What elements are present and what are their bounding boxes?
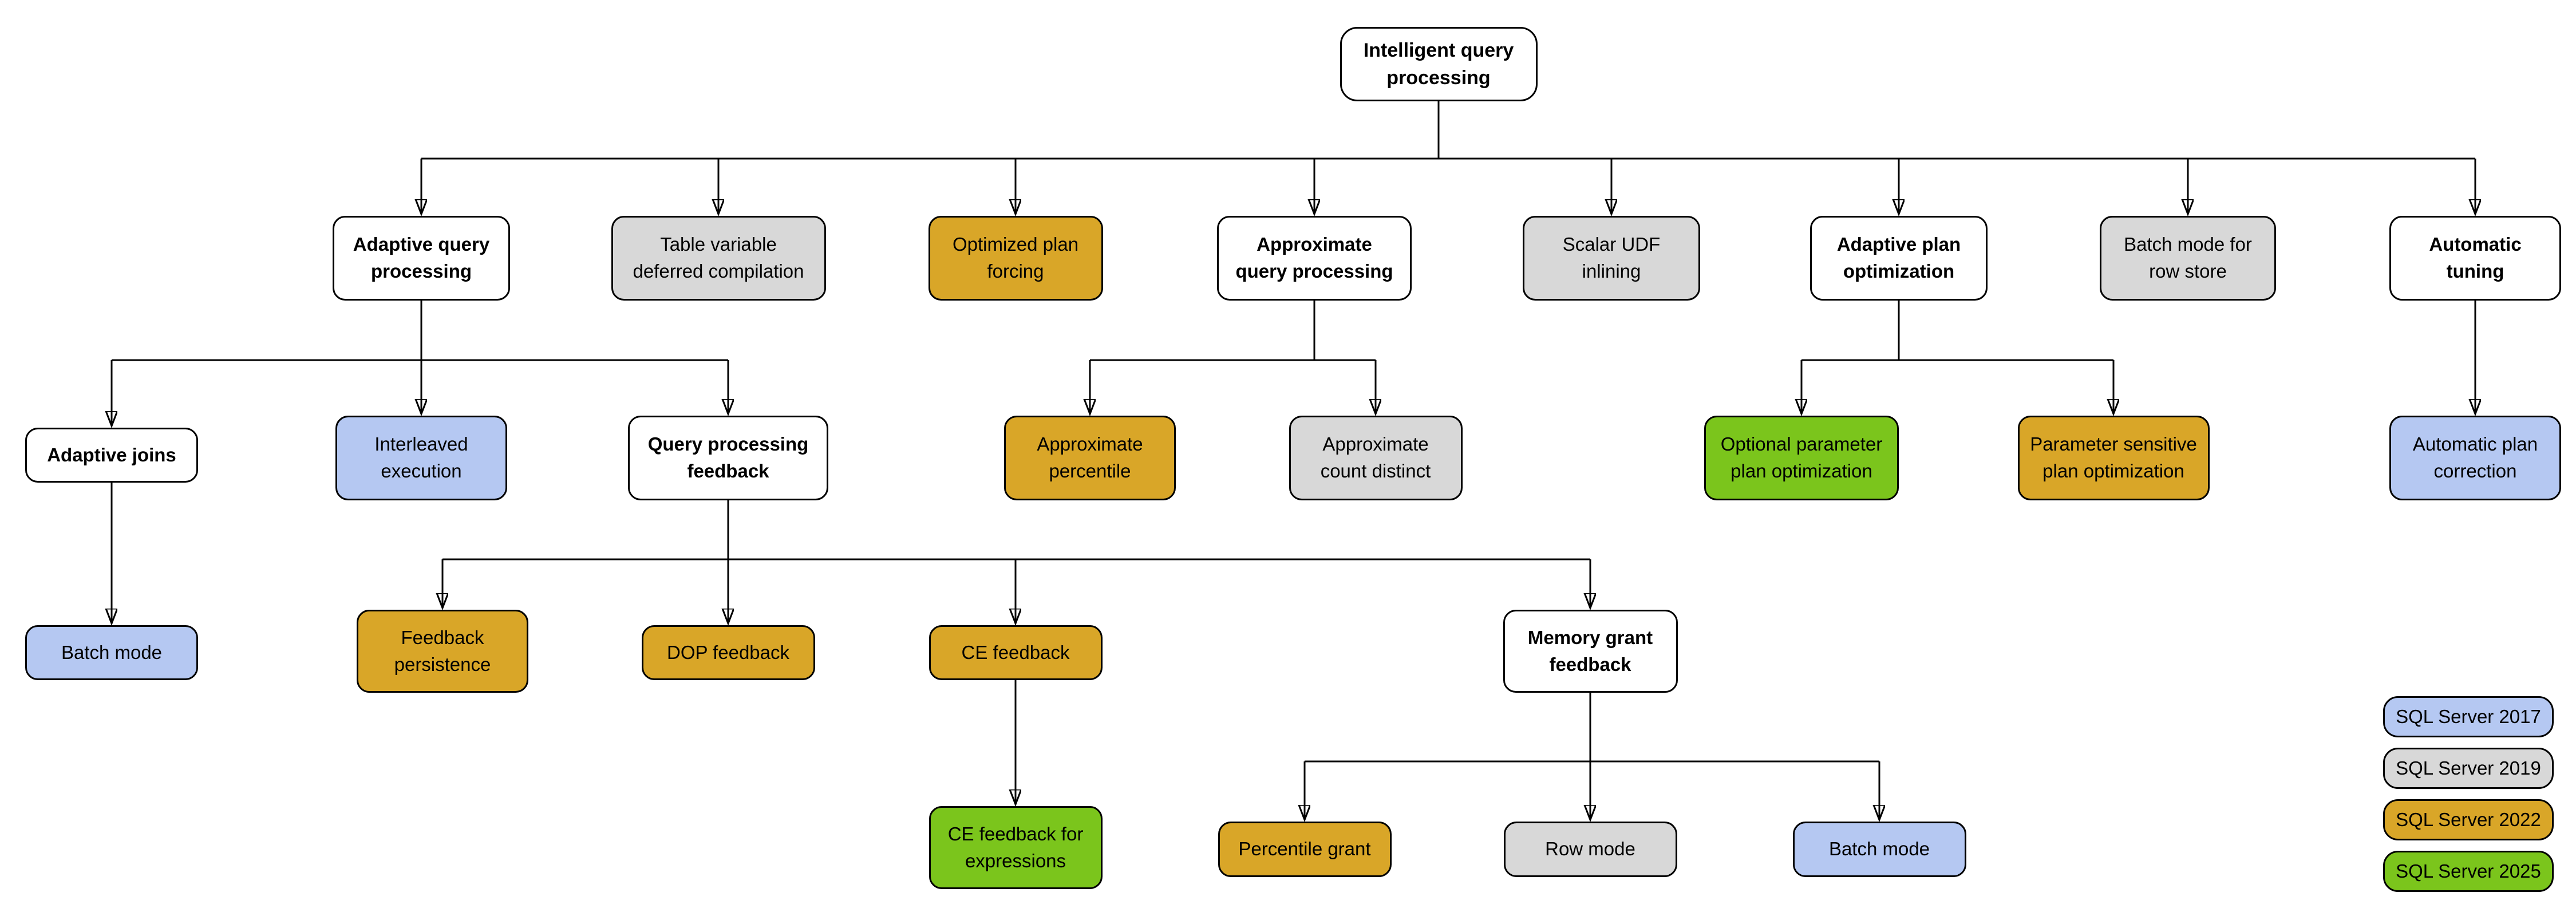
node-approximate-query-processing: Approximate query processing xyxy=(1217,216,1412,301)
legend-sql-server-2019: SQL Server 2019 xyxy=(2383,748,2554,789)
node-optional-parameter-plan-optimization: Optional parameter plan optimization xyxy=(1704,416,1899,500)
node-intelligent-query-processing: Intelligent query processing xyxy=(1340,27,1538,101)
legend-sql-server-2025: SQL Server 2025 xyxy=(2383,851,2554,892)
legend-sql-server-2022: SQL Server 2022 xyxy=(2383,799,2554,840)
node-ce-feedback: CE feedback xyxy=(929,625,1103,680)
node-batch-mode-for-row-store: Batch mode for row store xyxy=(2100,216,2276,301)
node-approximate-count-distinct: Approximate count distinct xyxy=(1289,416,1463,500)
node-dop-feedback: DOP feedback xyxy=(641,625,815,680)
node-batch-mode-memory-grant: Batch mode xyxy=(1792,822,1966,877)
node-row-mode: Row mode xyxy=(1503,822,1677,877)
node-table-variable-deferred-compilation: Table variable deferred compilation xyxy=(611,216,826,301)
node-memory-grant-feedback: Memory grant feedback xyxy=(1503,610,1678,693)
node-automatic-tuning: Automatic tuning xyxy=(2389,216,2561,301)
node-interleaved-execution: Interleaved execution xyxy=(335,416,507,500)
node-ce-feedback-for-expressions: CE feedback for expressions xyxy=(929,806,1103,889)
node-adaptive-query-processing: Adaptive query processing xyxy=(333,216,510,301)
node-feedback-persistence: Feedback persistence xyxy=(357,610,528,693)
node-batch-mode-adaptive-joins: Batch mode xyxy=(25,625,198,680)
node-parameter-sensitive-plan-optimization: Parameter sensitive plan optimization xyxy=(2017,416,2210,500)
node-query-processing-feedback: Query processing feedback xyxy=(628,416,828,500)
node-approximate-percentile: Approximate percentile xyxy=(1004,416,1176,500)
node-scalar-udf-inlining: Scalar UDF inlining xyxy=(1523,216,1700,301)
legend-sql-server-2017: SQL Server 2017 xyxy=(2383,696,2554,737)
node-adaptive-joins: Adaptive joins xyxy=(25,428,198,483)
node-optimized-plan-forcing: Optimized plan forcing xyxy=(928,216,1103,301)
node-adaptive-plan-optimization: Adaptive plan optimization xyxy=(1810,216,1988,301)
node-automatic-plan-correction: Automatic plan correction xyxy=(2389,416,2561,500)
node-percentile-grant: Percentile grant xyxy=(1218,822,1392,877)
